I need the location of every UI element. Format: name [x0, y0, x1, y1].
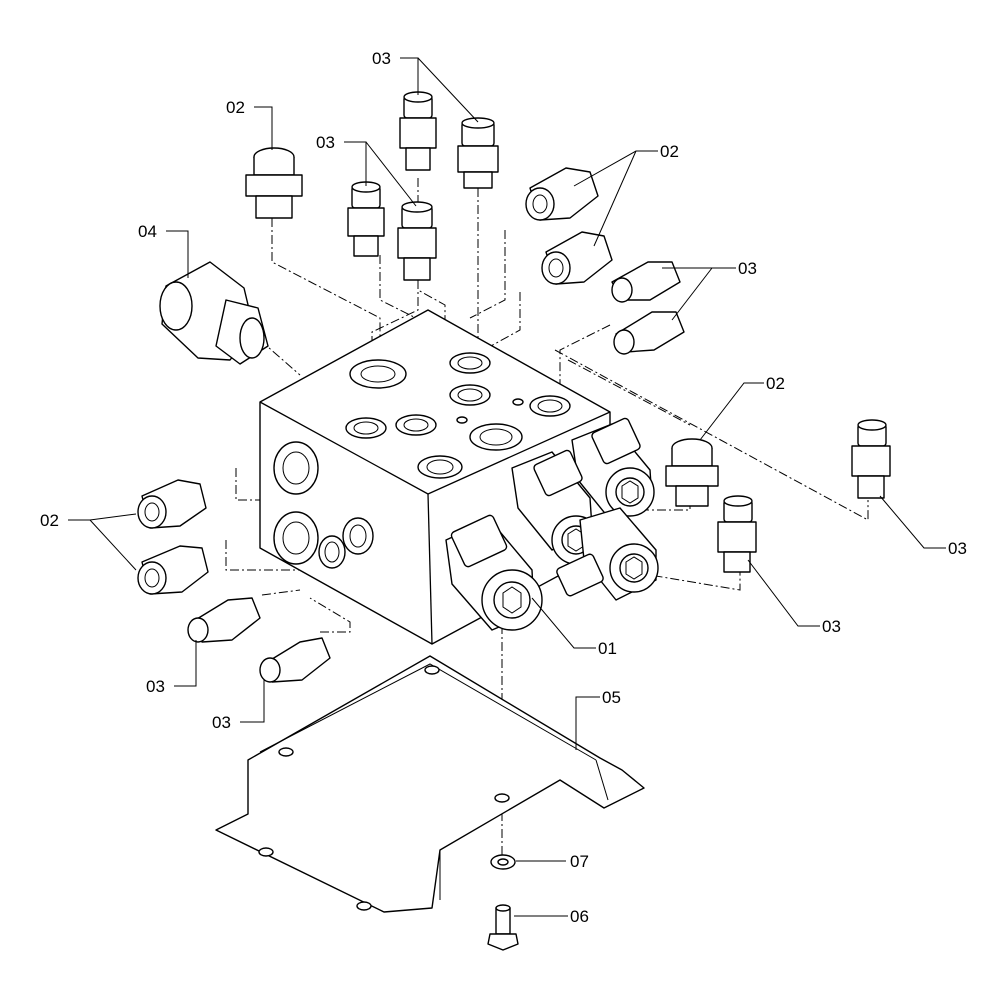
callout-01: 01	[598, 639, 617, 658]
mounting-bracket	[215, 655, 645, 913]
callout-03-bottom-left: 03	[212, 713, 231, 732]
bolt	[487, 904, 519, 951]
fittings-02	[137, 147, 719, 595]
fitting-03-j	[259, 637, 331, 683]
fitting-03-i	[187, 597, 261, 643]
callout-03-right: 03	[738, 259, 757, 278]
fitting-03-b	[457, 117, 499, 189]
fitting-04	[159, 261, 269, 365]
callout-07: 07	[570, 852, 589, 871]
callout-labels: 03 02 03 02 04 03 02 03 02 03 03 01 03 0…	[40, 49, 967, 926]
callout-02-upper-right: 02	[660, 142, 679, 161]
solenoid-valve-1	[571, 417, 655, 523]
solenoid-valve-group	[445, 417, 659, 631]
fitting-03-f	[613, 311, 685, 355]
fitting-03-g	[851, 419, 891, 499]
fitting-02-e	[137, 479, 207, 529]
fitting-03-a	[399, 91, 437, 171]
fitting-03-c	[347, 181, 385, 257]
solenoid-valve-3	[556, 507, 659, 601]
callout-02-right: 02	[766, 374, 785, 393]
fittings-03	[187, 91, 891, 683]
fitting-02-b	[525, 167, 599, 221]
washer	[490, 854, 516, 870]
callout-03-lower-right: 03	[822, 617, 841, 636]
callout-06: 06	[570, 907, 589, 926]
fitting-02-f	[137, 545, 209, 595]
fitting-03-e	[611, 261, 681, 303]
callout-03-lower-left: 03	[146, 677, 165, 696]
solenoid-valve-4	[445, 514, 543, 631]
callout-02-top-left: 02	[226, 98, 245, 117]
fitting-02-d	[665, 438, 719, 507]
fitting-03-d	[397, 201, 437, 281]
callout-03-far-right: 03	[948, 539, 967, 558]
callout-03-upper-left: 03	[316, 133, 335, 152]
callout-02-left: 02	[40, 511, 59, 530]
leader-lines	[68, 57, 946, 917]
callout-05: 05	[602, 688, 621, 707]
callout-04: 04	[138, 222, 157, 241]
fitting-03-h	[717, 495, 757, 573]
callout-03-top: 03	[372, 49, 391, 68]
fitting-02-c	[541, 231, 613, 285]
fitting-02-a	[245, 147, 303, 219]
